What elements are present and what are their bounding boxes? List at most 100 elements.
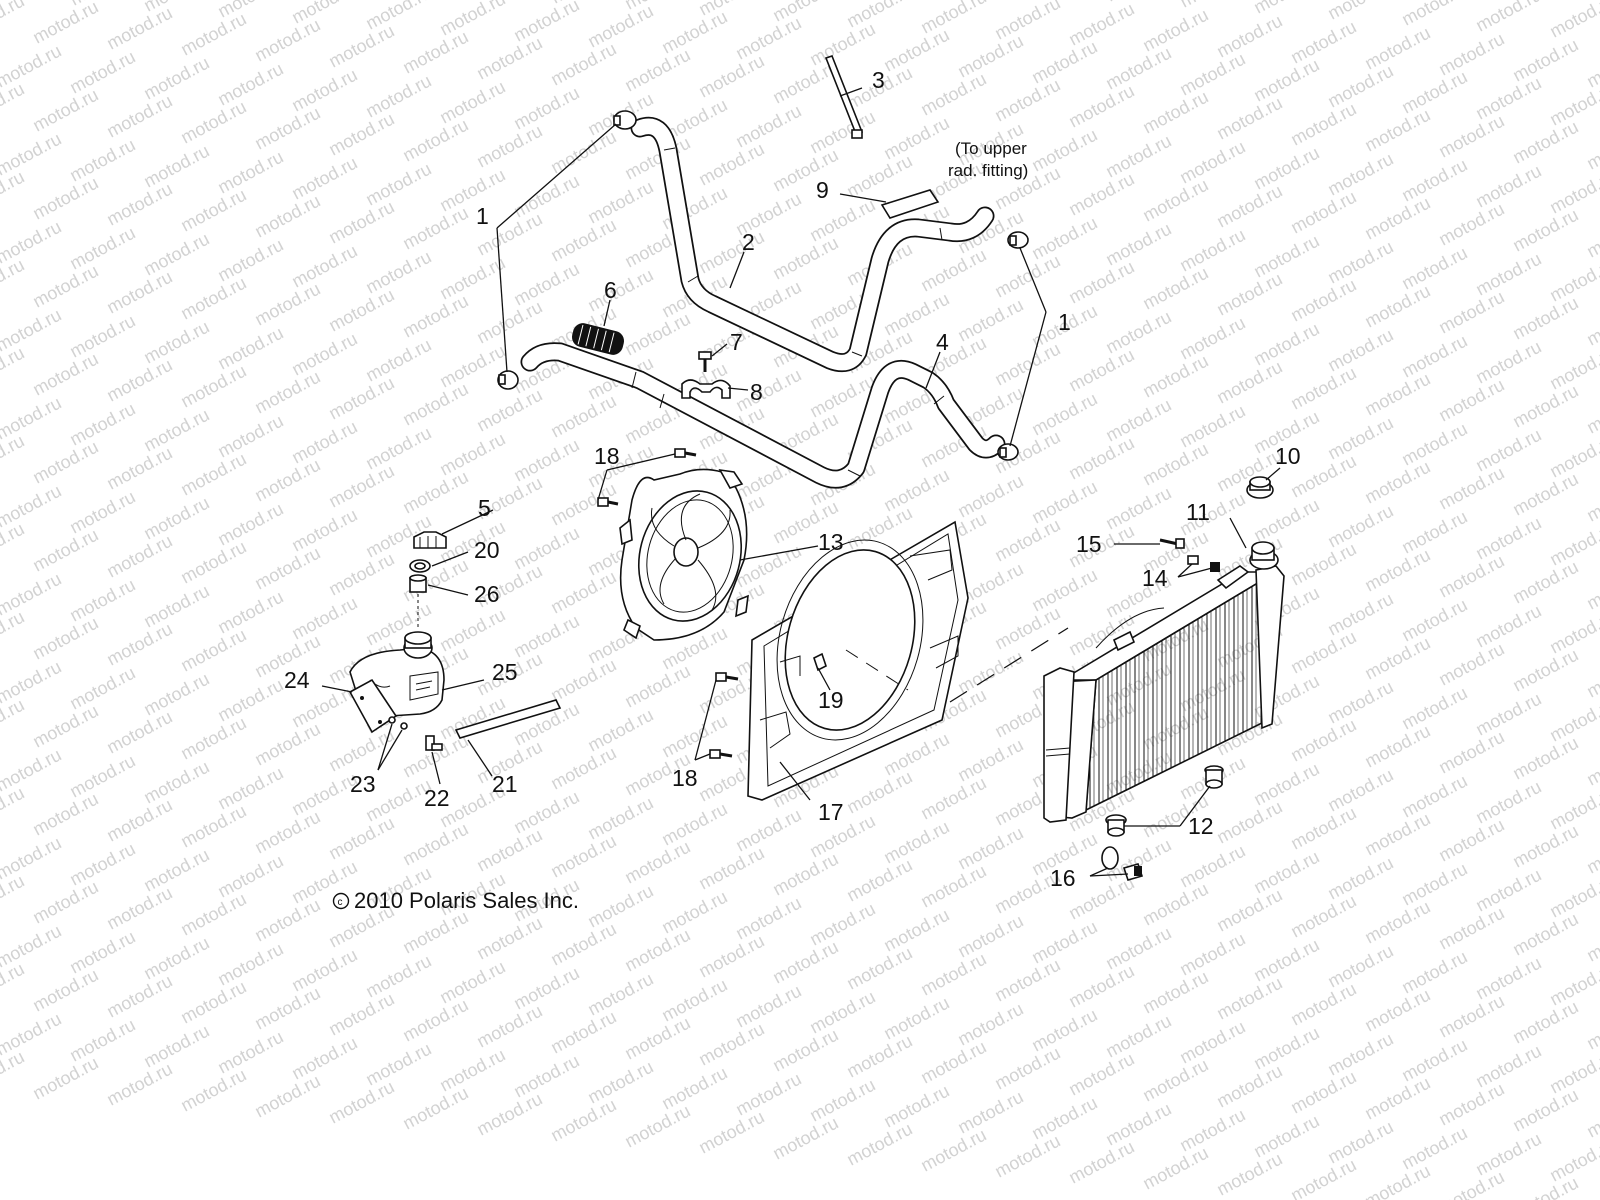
watermark-text: motod.ru [140,757,212,808]
watermark-text: motod.ru [29,261,101,312]
callout-10: 10 [1275,443,1301,469]
watermark-text: motod.ru [510,523,582,574]
watermark-text: motod.ru [769,1025,841,1076]
watermark-text: motod.ru [1509,909,1581,960]
watermark-text: motod.ru [103,707,175,758]
watermark-text: motod.ru [1139,87,1211,138]
watermark-text: motod.ru [880,817,952,868]
watermark-text: motod.ru [1583,211,1600,262]
watermark-text: motod.ru [1324,1029,1396,1080]
watermark-text: motod.ru [325,813,397,864]
watermark-text: motod.ru [1324,677,1396,728]
watermark-text: motod.ru [177,9,249,60]
watermark-text: motod.ru [66,839,138,890]
watermark-text: motod.ru [880,905,952,956]
watermark-text: motod.ru [1102,307,1174,358]
watermark-text: motod.ru [1324,941,1396,992]
watermark-text: motod.ru [658,975,730,1026]
callout-16: 16 [1050,865,1076,891]
watermark-text: motod.ru [325,109,397,160]
watermark-text: motod.ru [1213,1149,1285,1200]
watermark-text: motod.ru [1398,947,1470,998]
watermark-text: motod.ru [1435,463,1507,514]
watermark-text: motod.ru [325,21,397,72]
watermark-text: motod.ru [325,285,397,336]
watermark-text: motod.ru [214,235,286,286]
radiator-mount-bolt [1159,538,1185,549]
reservoir-neck-adapter [409,574,427,593]
watermark-text: motod.ru [1361,897,1433,948]
watermark-text: motod.ru [1435,1167,1507,1200]
watermark-text: motod.ru [991,1131,1063,1182]
watermark-text: motod.ru [214,1027,286,1078]
watermark-text: motod.ru [288,1033,360,1084]
watermark-text: motod.ru [1287,539,1359,590]
watermark-text: motod.ru [1324,765,1396,816]
callout-3: 3 [872,67,885,93]
watermark-text: motod.ru [1065,1049,1137,1100]
watermark-text: motod.ru [1435,639,1507,690]
watermark-text: motod.ru [1250,759,1322,810]
leader-lines [321,87,1281,877]
watermark-text: motod.ru [1361,369,1433,420]
hose-routing-note: (To upper rad. fitting) [948,139,1028,180]
watermark-text: motod.ru [29,789,101,840]
watermark-text: motod.ru [1028,37,1100,88]
cooling-fan-assembly [619,468,749,641]
fan-mount-bolt-left [597,497,619,507]
watermark-text: motod.ru [1583,1179,1600,1200]
watermark-text: motod.ru [1324,149,1396,200]
callout-21: 21 [492,771,518,797]
watermark-text: motod.ru [917,861,989,912]
watermark-text: motod.ru [917,1037,989,1088]
watermark-text: motod.ru [214,411,286,462]
callout-15: 15 [1076,531,1102,557]
copyright: c 2010 Polaris Sales Inc. [332,888,579,913]
watermark-text: motod.ru [510,171,582,222]
watermark-text: motod.ru [954,735,1026,786]
watermark-text: motod.ru [1324,61,1396,112]
watermark-text: motod.ru [1435,727,1507,778]
watermark-text: motod.ru [1287,627,1359,678]
callout-22: 22 [424,785,450,811]
watermark-text: motod.ru [0,79,28,130]
watermark-text: motod.ru [1102,1011,1174,1062]
watermark-text: motod.ru [29,965,101,1016]
watermark-text: motod.ru [1250,55,1322,106]
watermark-text: motod.ru [399,115,471,166]
watermark-text: motod.ru [140,845,212,896]
watermark-text: motod.ru [1213,973,1285,1024]
watermark-text: motod.ru [621,45,693,96]
watermark-text: motod.ru [547,743,619,794]
watermark-text: motod.ru [177,625,249,676]
watermark-text: motod.ru [103,1059,175,1110]
watermark-text: motod.ru [1102,395,1174,446]
watermark-text: motod.ru [806,19,878,70]
watermark-text: motod.ru [843,943,915,994]
watermark-text: motod.ru [0,519,28,570]
watermark-text: motod.ru [214,675,286,726]
watermark-text: motod.ru [1250,231,1322,282]
watermark-text: motod.ru [140,405,212,456]
watermark-text: motod.ru [251,367,323,418]
watermark-text: motod.ru [1472,1129,1544,1180]
watermark-text: motod.ru [1583,387,1600,438]
watermark-text: motod.ru [177,361,249,412]
watermark-text: motod.ru [1139,5,1211,56]
watermark-text: motod.ru [103,3,175,54]
watermark-text: motod.ru [1028,125,1100,176]
watermark-text: motod.ru [1139,175,1211,226]
watermark-text: motod.ru [362,951,434,1002]
watermark-text: motod.ru [251,191,323,242]
watermark-text: motod.ru [1509,997,1581,1048]
watermark-text: motod.ru [880,1081,952,1132]
watermark-text: motod.ru [251,15,323,66]
watermark-text: motod.ru [140,669,212,720]
watermark-text: motod.ru [991,603,1063,654]
watermark-text: motod.ru [510,259,582,310]
callout-9: 9 [816,177,829,203]
watermark-text: motod.ru [695,931,767,982]
watermark-text: motod.ru [1398,243,1470,294]
watermark-text: motod.ru [732,981,804,1032]
watermark-text: motod.ru [658,1063,730,1114]
